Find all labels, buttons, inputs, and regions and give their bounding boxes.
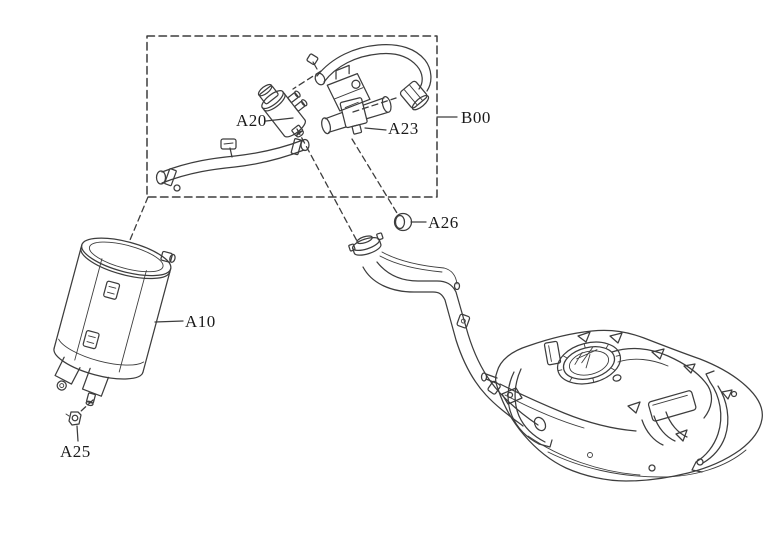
callout-leader-lines xyxy=(76,116,458,442)
callout-label-a26: A26 xyxy=(428,213,459,232)
callout-label-a20: A20 xyxy=(236,111,267,130)
vapor-hose-drawing xyxy=(306,43,432,111)
filler-pipe-drawing xyxy=(348,232,547,432)
callout-label-a23: A23 xyxy=(388,119,419,138)
callout-label-b00: B00 xyxy=(461,108,491,127)
callout-label-a25: A25 xyxy=(60,442,91,461)
callout-label-a10: A10 xyxy=(185,312,216,331)
filler-hose-drawing xyxy=(155,138,310,192)
nut-a25-drawing xyxy=(65,411,82,426)
grommet-a26-drawing xyxy=(393,212,413,232)
valve-a20-drawing xyxy=(257,83,308,138)
fuel-tank-drawing xyxy=(480,329,763,482)
service-box-outline xyxy=(146,35,438,198)
valve-a23-drawing xyxy=(321,64,392,135)
canister-a10-drawing xyxy=(53,237,176,407)
